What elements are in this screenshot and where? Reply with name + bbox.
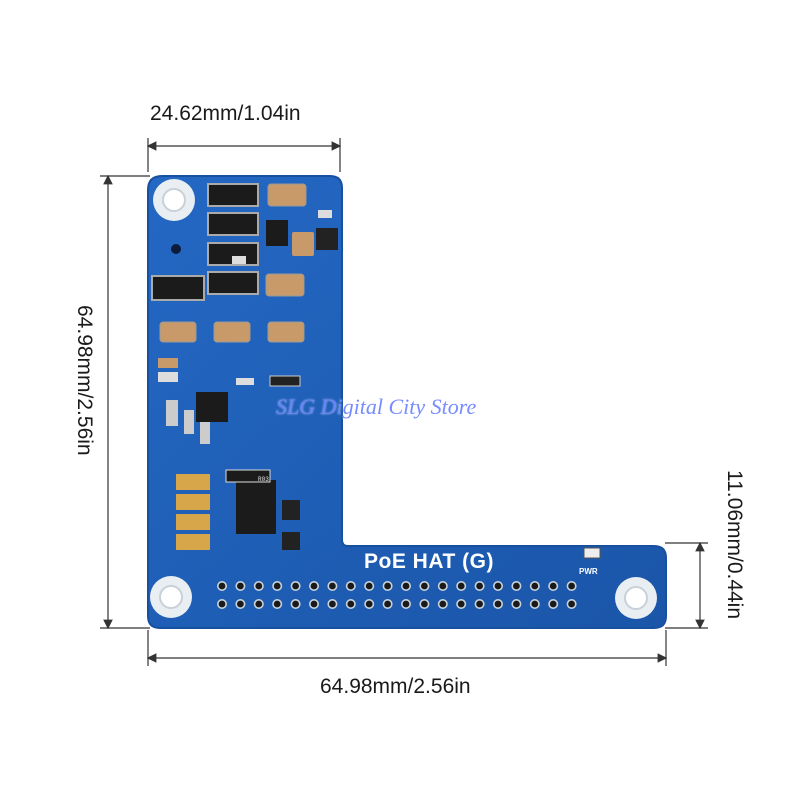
gpio-pin	[290, 598, 301, 609]
gpio-pin	[419, 598, 430, 609]
gpio-header-icon	[217, 580, 577, 609]
gpio-pin	[529, 580, 540, 591]
gpio-pin	[382, 598, 393, 609]
right-height-label: 11.06mm/0.44in	[723, 470, 746, 620]
mounting-hole-icon	[153, 179, 195, 221]
gpio-pin	[382, 580, 393, 591]
store-watermark: SLG Digital City Store	[276, 394, 477, 419]
gpio-pin	[400, 598, 411, 609]
gpio-pin	[308, 598, 319, 609]
gpio-pin	[474, 580, 485, 591]
gpio-pin	[253, 598, 264, 609]
left-height-label: 64.98mm/2.56in	[73, 305, 96, 456]
gpio-pin	[217, 580, 228, 591]
mounting-hole-icon	[615, 577, 657, 619]
gpio-pin	[272, 598, 283, 609]
gpio-pin	[345, 580, 356, 591]
smd-components	[151, 183, 601, 559]
gpio-pin	[327, 598, 338, 609]
gpio-pin	[548, 580, 559, 591]
gpio-pin	[566, 598, 577, 609]
gpio-pin	[364, 598, 375, 609]
gpio-pin	[419, 580, 430, 591]
gpio-pin	[364, 580, 375, 591]
gpio-pin	[492, 598, 503, 609]
gpio-pin	[474, 598, 485, 609]
gpio-pin	[217, 598, 228, 609]
gpio-pin	[511, 580, 522, 591]
gpio-pin	[345, 598, 356, 609]
gpio-pin	[511, 598, 522, 609]
top-width-label: 24.62mm/1.04in	[150, 102, 301, 125]
gpio-pin	[456, 580, 467, 591]
gpio-pin	[492, 580, 503, 591]
ic-marking: R03	[258, 476, 269, 483]
via-hole	[171, 244, 181, 254]
gpio-pin	[548, 598, 559, 609]
board-title: PoE HAT (G)	[364, 550, 494, 573]
gpio-pin	[456, 598, 467, 609]
gpio-pin	[272, 580, 283, 591]
gpio-pin	[235, 598, 246, 609]
gpio-pin	[308, 580, 319, 591]
gpio-pin	[253, 580, 264, 591]
bottom-width-label: 64.98mm/2.56in	[320, 675, 471, 698]
gpio-pin	[529, 598, 540, 609]
gpio-pin	[290, 580, 301, 591]
pwr-label: PWR	[579, 567, 598, 576]
gpio-pin	[400, 580, 411, 591]
gpio-pin	[566, 580, 577, 591]
gpio-pin	[235, 580, 246, 591]
gpio-pin	[437, 580, 448, 591]
dimension-lines	[100, 138, 708, 666]
gpio-pin	[437, 598, 448, 609]
gpio-pin	[327, 580, 338, 591]
mounting-hole-icon	[150, 576, 192, 618]
